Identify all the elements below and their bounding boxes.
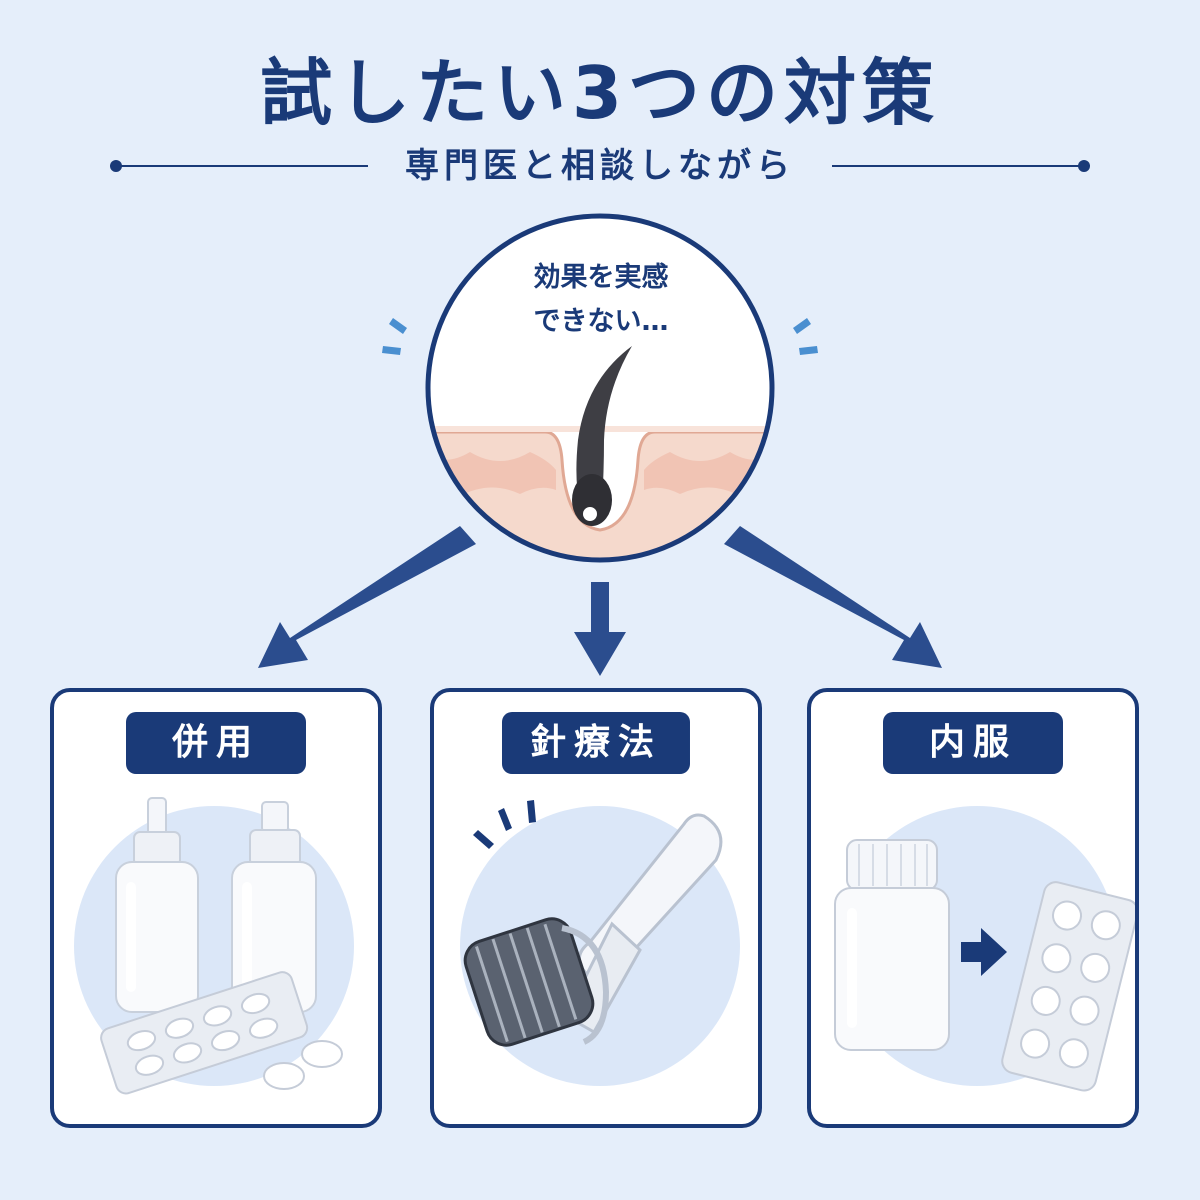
hair-papilla [583,507,597,521]
derma-roller-icon [463,813,723,1047]
combined-illustration [74,797,354,1095]
worry-text-line-1: 効果を実感 [533,262,669,293]
worry-marks-left-icon [382,318,407,355]
subtitle-row: 専門医と相談しながら [110,138,1090,194]
needle-illustration [460,800,740,1086]
worry-marks-right-icon [793,318,818,355]
subtitle-dot-left [110,160,122,172]
option-card-oral: 内服 [807,688,1139,1128]
subtitle-line-right [832,165,1082,167]
arrow-center [574,582,626,676]
blister-pack-icon [100,971,309,1095]
blister-pack-icon [1001,881,1135,1092]
arrow-right-icon [961,928,1007,976]
hair-bulb [572,474,612,526]
worry-text: 効果を実感 できない… [456,256,746,344]
option-label-oral: 内服 [883,712,1063,774]
worry-text-line-2: できない… [533,306,669,337]
arrow-right [724,526,942,668]
spray-bottle-icon [231,801,317,1013]
option-label-combined: 併用 [126,712,306,774]
subtitle-dot-right [1078,160,1090,172]
page-subtitle: 専門医と相談しながら [405,146,795,186]
motion-marks-icon [473,800,536,849]
arrow-left [258,526,476,668]
arrows [258,526,942,676]
loose-pills-icon [263,1040,343,1090]
oral-illustration [834,806,1135,1092]
pill-bottle-icon [834,839,950,1051]
dropper-bottle-icon [115,797,199,1013]
option-label-needle: 針療法 [501,712,691,774]
option-card-needle: 針療法 [430,688,762,1128]
page-title: 試したい3つの対策 [259,51,941,135]
subtitle-line-left [118,165,368,167]
hair-strand [576,346,632,506]
option-card-combined: 併用 [50,688,382,1128]
